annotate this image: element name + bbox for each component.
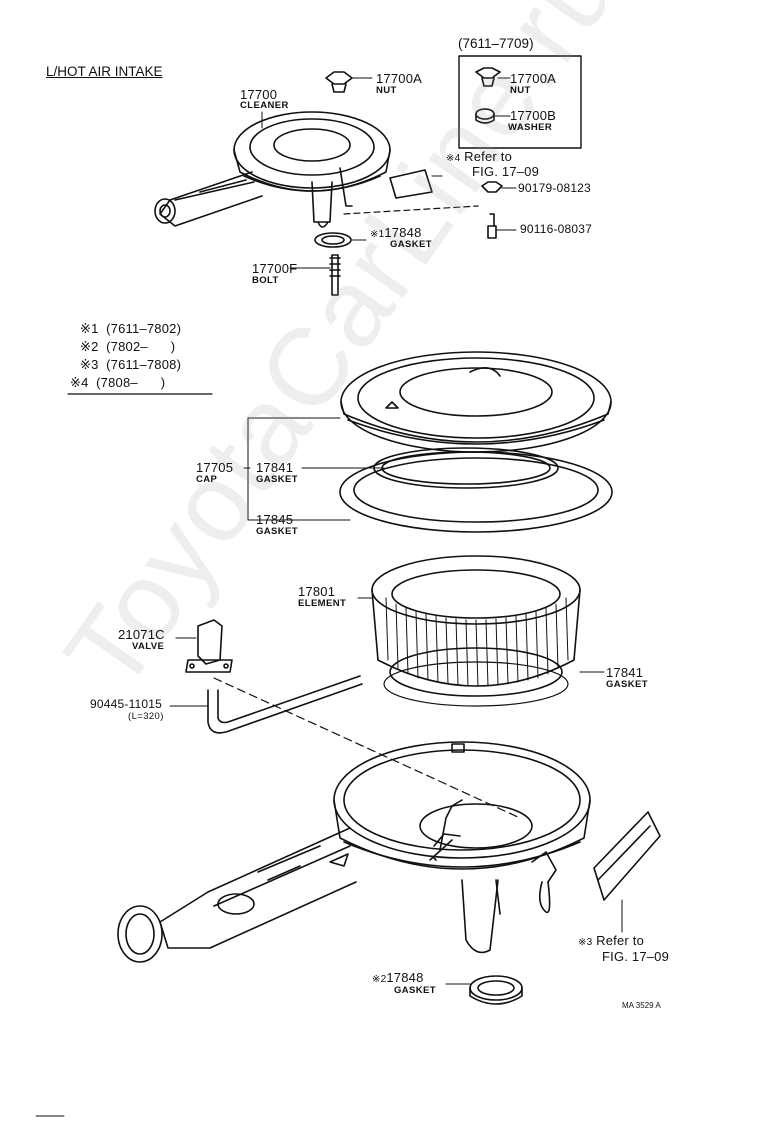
part-90116-number[interactable]: 90116-08037 [520,222,593,236]
footnote-3-range: (7611–7808) [106,357,182,372]
part-17841-bottom-name: GASKET [606,679,648,690]
footnote-3: ※3 (7611–7808) [80,358,181,371]
ref-top-line2[interactable]: FIG. 17–09 [472,164,540,179]
range-box [458,55,582,149]
part-17801-number[interactable]: 17801 [298,584,336,599]
diagram-title: L/HOT AIR INTAKE [46,64,163,79]
part-90445-length: (L=320) [128,711,164,722]
part-17848-top-name: GASKET [390,239,432,250]
part-17845-name: GASKET [256,526,298,537]
footnote-2-range: (7802– ) [106,339,176,354]
top-nut-drawing [325,71,353,93]
part-17700B-name: WASHER [508,122,553,133]
ref-bottom-line1: ※3 Refer to [578,934,644,948]
footnote-4: ※4 (7808– ) [70,376,165,389]
ref-bottom-line2[interactable]: FIG. 17–09 [602,949,670,964]
part-17848-bottom-num: 17848 [386,970,424,985]
lower-body-drawing [117,741,591,963]
part-17705-name: CAP [196,474,218,485]
part-17700F-name: BOLT [252,275,279,286]
ref-top-text: Refer to [464,149,512,164]
cap-drawing [340,351,612,453]
part-21071C-name: VALVE [132,641,165,652]
part-17848-top-mark: ※1 [370,229,385,240]
part-90445-number[interactable]: 90445-11015 [90,697,163,711]
footnote-2: ※2 (7802– ) [80,340,175,353]
footnote-4-range: (7808– ) [96,375,166,390]
part-17700A-top-number[interactable]: 17700A [376,71,423,86]
part-17848-bottom-name: GASKET [394,985,436,996]
part-17848-top-number[interactable]: ※117848 [370,226,422,240]
footnote-4-mark: ※4 [70,375,89,390]
ref-bottom-mark: ※3 [578,937,593,948]
part-17700A-box-number[interactable]: 17700A [510,71,557,86]
part-17841-cap-name: GASKET [256,474,298,485]
footnote-1-mark: ※1 [80,321,99,336]
footnote-3-mark: ※3 [80,357,99,372]
part-17841-bottom-number[interactable]: 17841 [606,665,644,680]
element-drawing [371,555,581,697]
part-17848-bottom-mark: ※2 [372,974,387,985]
part-17700A-top-name: NUT [376,85,397,96]
ref-bottom-text: Refer to [596,933,644,948]
part-17848-top-num: 17848 [384,225,422,240]
top-air-cleaner-drawing [154,111,433,228]
part-17801-name: ELEMENT [298,598,347,609]
part-17700A-box-name: NUT [510,85,531,96]
part-17848-bottom-number[interactable]: ※217848 [372,971,424,985]
figure-code: MA 3529 A [622,1001,661,1010]
part-21071C-number[interactable]: 21071C [118,627,165,642]
part-17700-number[interactable]: 17700 [240,87,278,102]
part-17841-cap-number[interactable]: 17841 [256,460,294,475]
part-17700B-number[interactable]: 17700B [510,108,557,123]
ref-top-line1: ※4 Refer to [446,150,512,164]
part-17705-number[interactable]: 17705 [196,460,234,475]
valve-drawing [185,619,233,673]
footnote-1: ※1 (7611–7802) [80,322,181,335]
part-90179-number[interactable]: 90179-08123 [518,181,591,195]
footnote-2-mark: ※2 [80,339,99,354]
part-17700F-number[interactable]: 17700F [252,261,298,276]
part-17700-name: CLEANER [240,100,289,111]
range-box-title: (7611–7709) [458,36,534,51]
part-17845-number[interactable]: 17845 [256,512,294,527]
ref-top-mark: ※4 [446,153,461,164]
footnote-1-range: (7611–7802) [106,321,182,336]
